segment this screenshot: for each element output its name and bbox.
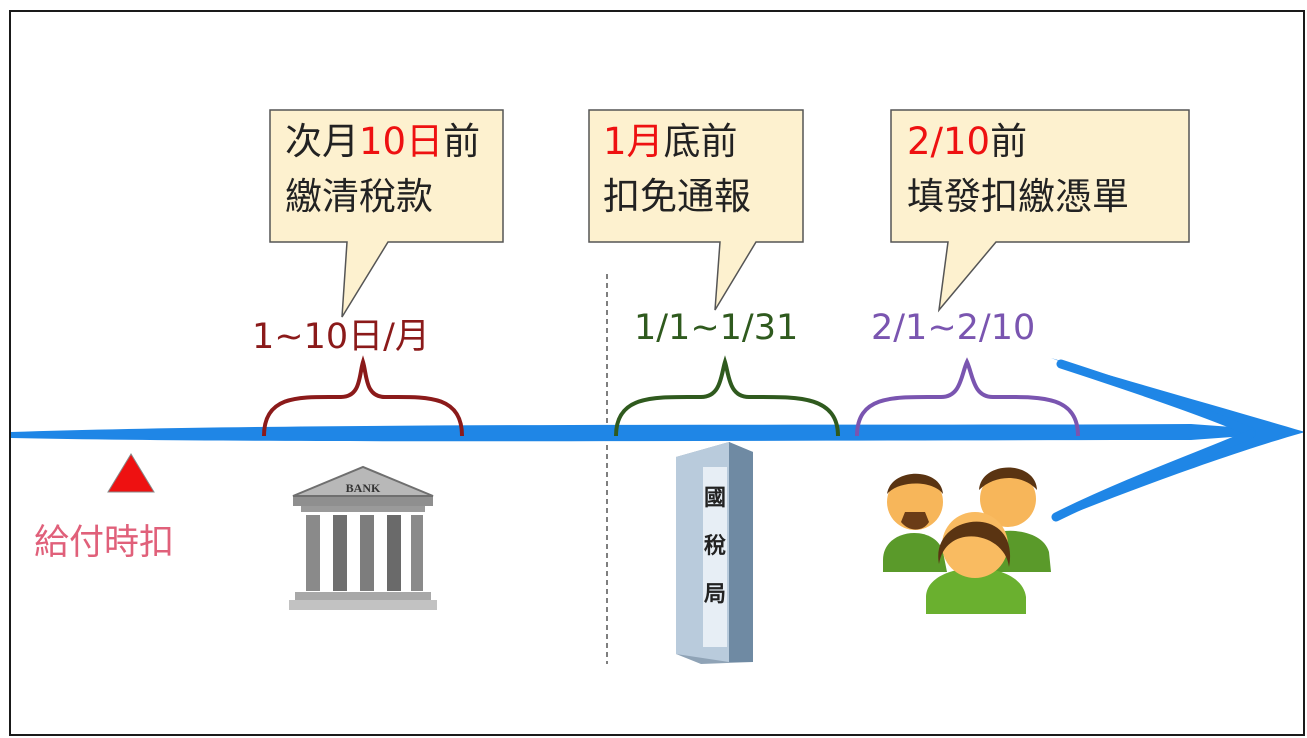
brace-people: [855, 357, 1080, 437]
callout-bank-deadline: 10日: [359, 120, 444, 163]
range-bank: 1~10日/月: [252, 317, 430, 357]
range-tax-office: 1/1~1/31: [634, 308, 799, 348]
payout-label: 給付時扣: [34, 523, 175, 563]
tax-office-sign-2: 稅: [704, 533, 726, 559]
callout-people-line2: 填發扣繳憑單: [907, 175, 1129, 218]
tax-office-building-icon: 國 稅 局: [676, 442, 753, 664]
callout-tax-office-line2: 扣免通報: [603, 175, 751, 218]
timeline-graphic: BANK 國 稅 局: [11, 109, 1303, 664]
callout-people: [890, 109, 1190, 313]
diagram-slide: BANK 國 稅 局: [9, 10, 1305, 736]
bank-icon: BANK: [289, 465, 437, 610]
timeline-arrow: [11, 358, 1303, 522]
brace-bank: [262, 355, 464, 437]
people-group-icon: [883, 467, 1051, 614]
callout-tax-office: [588, 109, 804, 311]
callout-bank-post: 前: [443, 120, 481, 163]
brace-tax-office: [614, 355, 840, 437]
callout-bank-pre: 次月: [285, 120, 359, 163]
callout-tax-office-deadline: 1月: [603, 120, 664, 163]
callout-bank: [269, 109, 504, 318]
tax-office-sign-1: 國: [704, 485, 726, 511]
callout-bank-line2: 繳清稅款: [285, 175, 433, 218]
bank-sign: BANK: [346, 481, 381, 495]
callout-people-deadline: 2/10: [907, 120, 991, 163]
callout-people-text: 2/10前 填發扣繳憑單: [907, 114, 1129, 224]
callout-bank-text: 次月10日前 繳清稅款: [285, 114, 480, 224]
payout-marker-icon: [107, 453, 155, 493]
range-people: 2/1~2/10: [871, 308, 1036, 348]
callout-tax-office-text: 1月底前 扣免通報: [603, 114, 751, 224]
tax-office-sign-3: 局: [704, 581, 726, 607]
callout-people-post: 前: [990, 120, 1028, 163]
callout-tax-office-post: 底前: [663, 120, 738, 163]
